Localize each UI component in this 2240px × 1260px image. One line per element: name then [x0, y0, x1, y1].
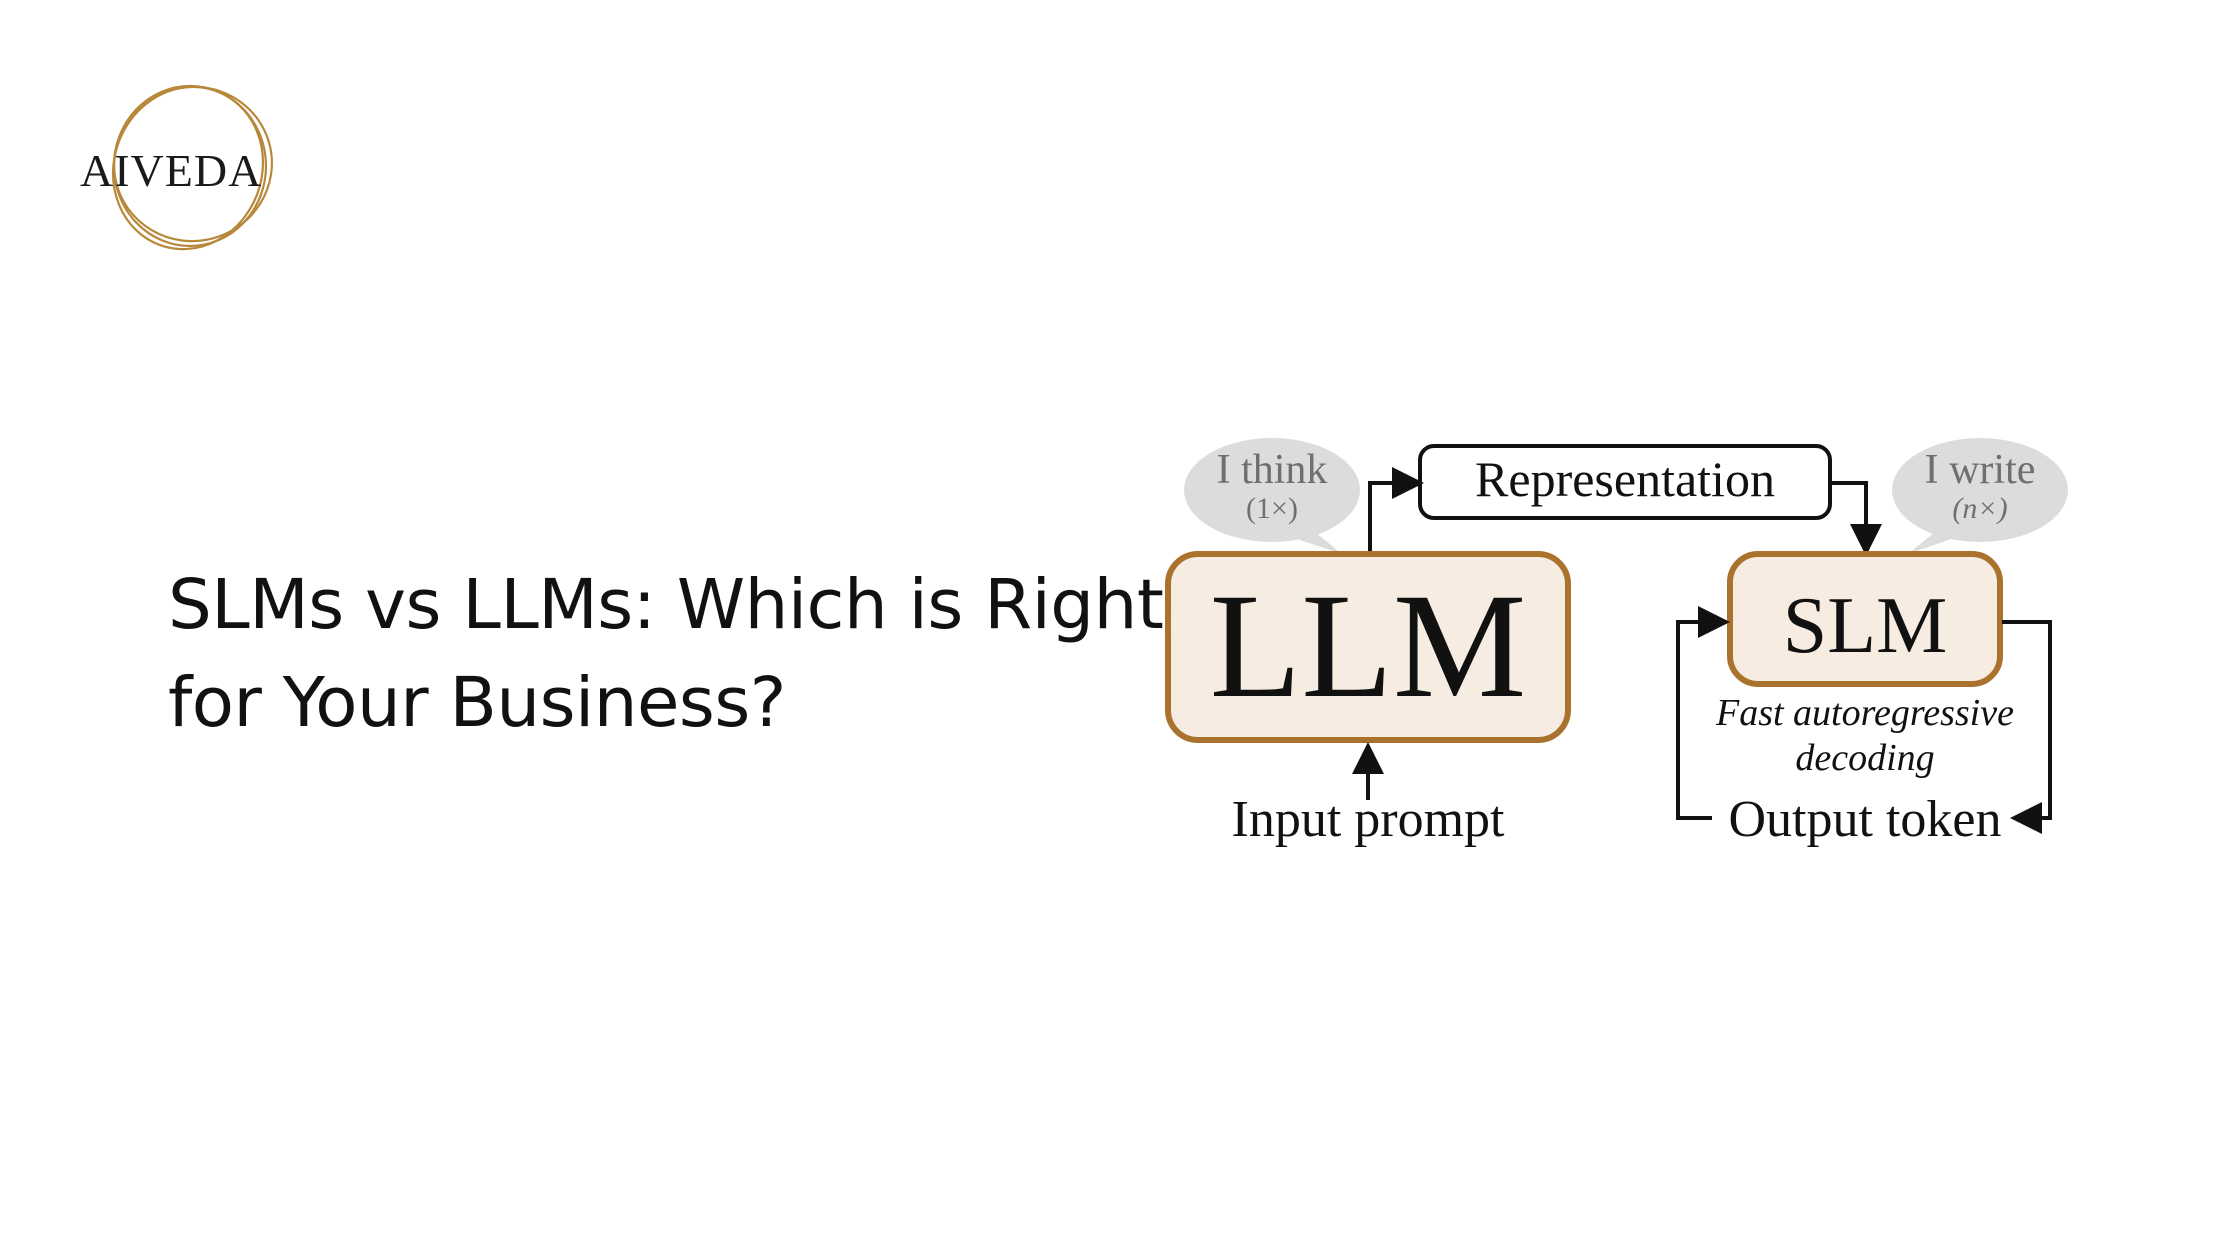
- llm-slm-diagram: I think (1×) I write (n×) Representation…: [1165, 438, 2068, 848]
- thought-bubble-slm: I write (n×): [1892, 438, 2068, 554]
- llm-to-representation-arrow: [1368, 467, 1424, 554]
- thought-llm-sub: (1×): [1246, 492, 1298, 525]
- slm-node: SLM: [1727, 551, 2003, 687]
- thought-slm-main: I write: [1925, 447, 2036, 493]
- title-line-1: SLMs vs LLMs: Which is Right: [168, 565, 1164, 645]
- output-token-label: Output token: [1729, 791, 2002, 848]
- llm-label: LLM: [1210, 563, 1527, 729]
- representation-to-slm-arrow: [1830, 481, 1882, 556]
- thought-slm-sub: (n×): [1952, 492, 2007, 525]
- slm-to-output-arrow: [2002, 620, 2052, 834]
- output-to-slm-arrow: [1676, 606, 1730, 820]
- llm-node: LLM: [1165, 551, 1571, 743]
- slm-caption-line-2: decoding: [1795, 737, 1934, 779]
- representation-node: Representation: [1418, 444, 1832, 520]
- logo-wordmark: AIVEDA: [80, 145, 262, 196]
- thought-bubble-llm: I think (1×): [1184, 438, 1360, 554]
- title-line-2: for Your Business?: [168, 663, 786, 743]
- slm-label: SLM: [1783, 582, 1948, 670]
- page-title: SLMs vs LLMs: Which is Right for Your Bu…: [168, 556, 1168, 752]
- thought-llm-main: I think: [1217, 447, 1328, 493]
- input-prompt-label: Input prompt: [1232, 791, 1506, 848]
- slm-caption-line-1: Fast autoregressive: [1715, 692, 2014, 734]
- aiveda-logo: AIVEDA: [80, 84, 273, 251]
- representation-label: Representation: [1475, 451, 1775, 507]
